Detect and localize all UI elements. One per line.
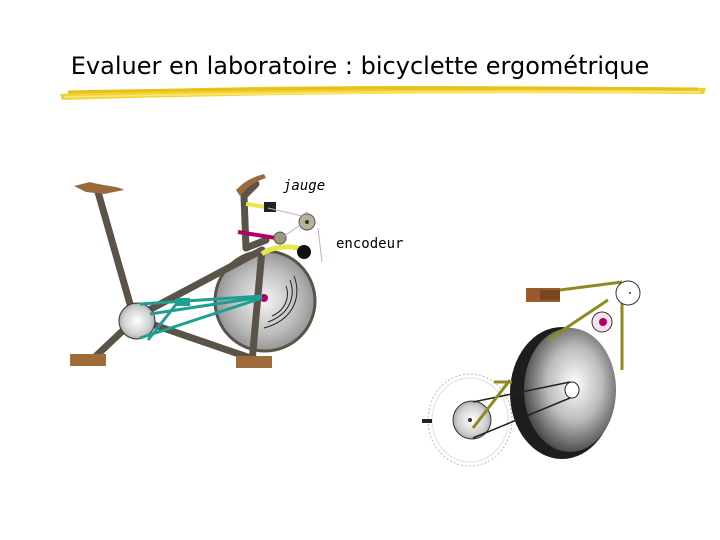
label-encodeur: encodeur <box>336 236 404 252</box>
bike-handle <box>236 174 266 196</box>
gauge-sensor <box>237 202 323 263</box>
rear-foot <box>236 356 272 368</box>
front-foot <box>70 354 106 366</box>
drive-chain <box>139 294 263 341</box>
pedal-orbit <box>427 373 513 467</box>
belt <box>472 381 571 439</box>
chain-block <box>176 298 190 306</box>
olive-belt <box>471 280 624 429</box>
label-jauge: jauge <box>283 178 326 194</box>
pedal-wheel <box>118 302 156 340</box>
stationary-bike-illustration <box>70 174 323 368</box>
lever-stub <box>422 419 432 423</box>
flywheel-mechanism-illustration <box>422 280 641 467</box>
bike-seat <box>74 182 124 194</box>
slide-title: Evaluer en laboratoire : bicyclette ergo… <box>70 52 650 80</box>
title-underline <box>60 86 706 100</box>
tension-wheel <box>615 280 641 306</box>
